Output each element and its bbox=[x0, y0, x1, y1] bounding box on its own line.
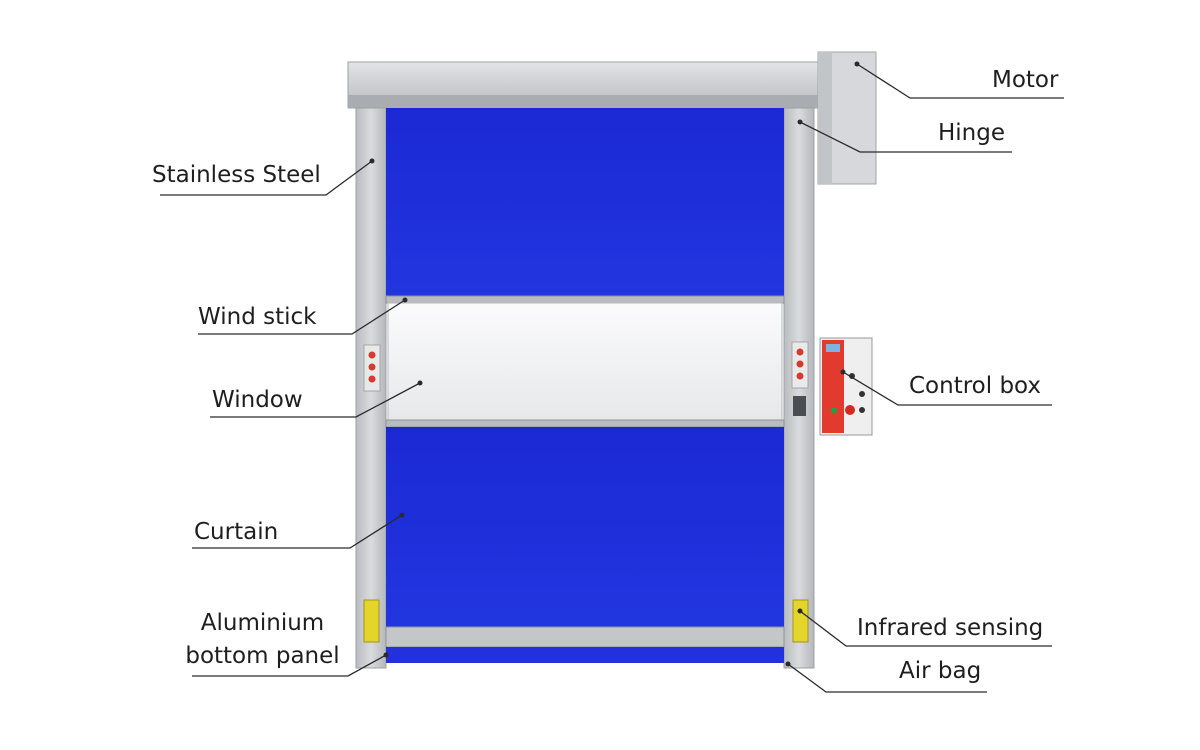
label-aluminium-line1: Aluminium bbox=[200, 610, 325, 636]
right-keypad bbox=[793, 396, 806, 416]
leader-dots bbox=[369, 61, 860, 667]
label-infrared-sensing: Infrared sensing bbox=[857, 615, 1044, 641]
label-motor: Motor bbox=[992, 67, 1059, 93]
window-bottom-bar bbox=[385, 419, 785, 428]
label-aluminium-line2: bottom panel bbox=[185, 643, 340, 669]
wind-stick-bar bbox=[385, 295, 785, 304]
dot-aluminium bbox=[383, 652, 389, 658]
aluminium-bottom-bar bbox=[385, 626, 785, 648]
lower-curtain bbox=[386, 427, 784, 627]
leader-motor bbox=[856, 63, 1064, 99]
leader-stainless-steel bbox=[160, 160, 373, 196]
leader-window bbox=[210, 382, 421, 418]
leader-lines bbox=[160, 63, 1064, 693]
label-aluminium-bottom-panel: Aluminium bottom panel bbox=[170, 607, 355, 673]
label-hinge: Hinge bbox=[938, 120, 1006, 146]
dot-motor bbox=[854, 61, 860, 67]
right-infrared-sensor bbox=[792, 599, 809, 643]
leader-curtain bbox=[192, 514, 403, 549]
control-box-button-2 bbox=[859, 391, 865, 397]
control-box-button-1 bbox=[849, 373, 855, 379]
top-housing-band bbox=[348, 95, 820, 108]
motor-shade bbox=[818, 52, 832, 184]
dot-control-box bbox=[840, 369, 846, 375]
dot-hinge bbox=[797, 119, 803, 125]
right-switch-3 bbox=[796, 372, 804, 380]
dot-air-bag bbox=[785, 661, 791, 667]
upper-curtain bbox=[386, 108, 784, 300]
label-curtain: Curtain bbox=[194, 519, 279, 545]
control-box-red-strip bbox=[822, 340, 844, 433]
label-wind-stick: Wind stick bbox=[198, 304, 317, 330]
dot-window bbox=[417, 380, 423, 386]
control-box-stop-button bbox=[845, 405, 855, 415]
leader-infrared bbox=[799, 610, 1052, 647]
dot-stainless-steel bbox=[369, 158, 375, 164]
label-air-bag: Air bag bbox=[899, 658, 982, 684]
label-window: Window bbox=[212, 387, 303, 413]
dot-wind-stick bbox=[402, 297, 408, 303]
left-switch-2 bbox=[368, 363, 376, 371]
dot-curtain bbox=[399, 512, 405, 518]
air-bag-strip bbox=[386, 647, 784, 663]
left-switch-3 bbox=[368, 375, 376, 383]
leader-hinge bbox=[799, 121, 1012, 153]
left-switch-1 bbox=[368, 351, 376, 359]
control-box-button-3 bbox=[859, 407, 865, 413]
window-panel bbox=[387, 302, 783, 421]
right-switch-2 bbox=[796, 360, 804, 368]
right-switch-1 bbox=[796, 348, 804, 356]
control-box-display bbox=[826, 344, 840, 352]
control-box-button-4 bbox=[831, 407, 837, 413]
leader-aluminium bbox=[192, 654, 387, 677]
leader-air-bag bbox=[787, 663, 987, 693]
label-stainless-steel: Stainless Steel bbox=[152, 162, 321, 188]
label-control-box: Control box bbox=[909, 373, 1042, 399]
leader-control-box bbox=[842, 371, 1052, 406]
left-infrared-sensor bbox=[363, 599, 380, 643]
dot-infrared bbox=[797, 608, 803, 614]
leader-wind-stick bbox=[198, 299, 406, 335]
